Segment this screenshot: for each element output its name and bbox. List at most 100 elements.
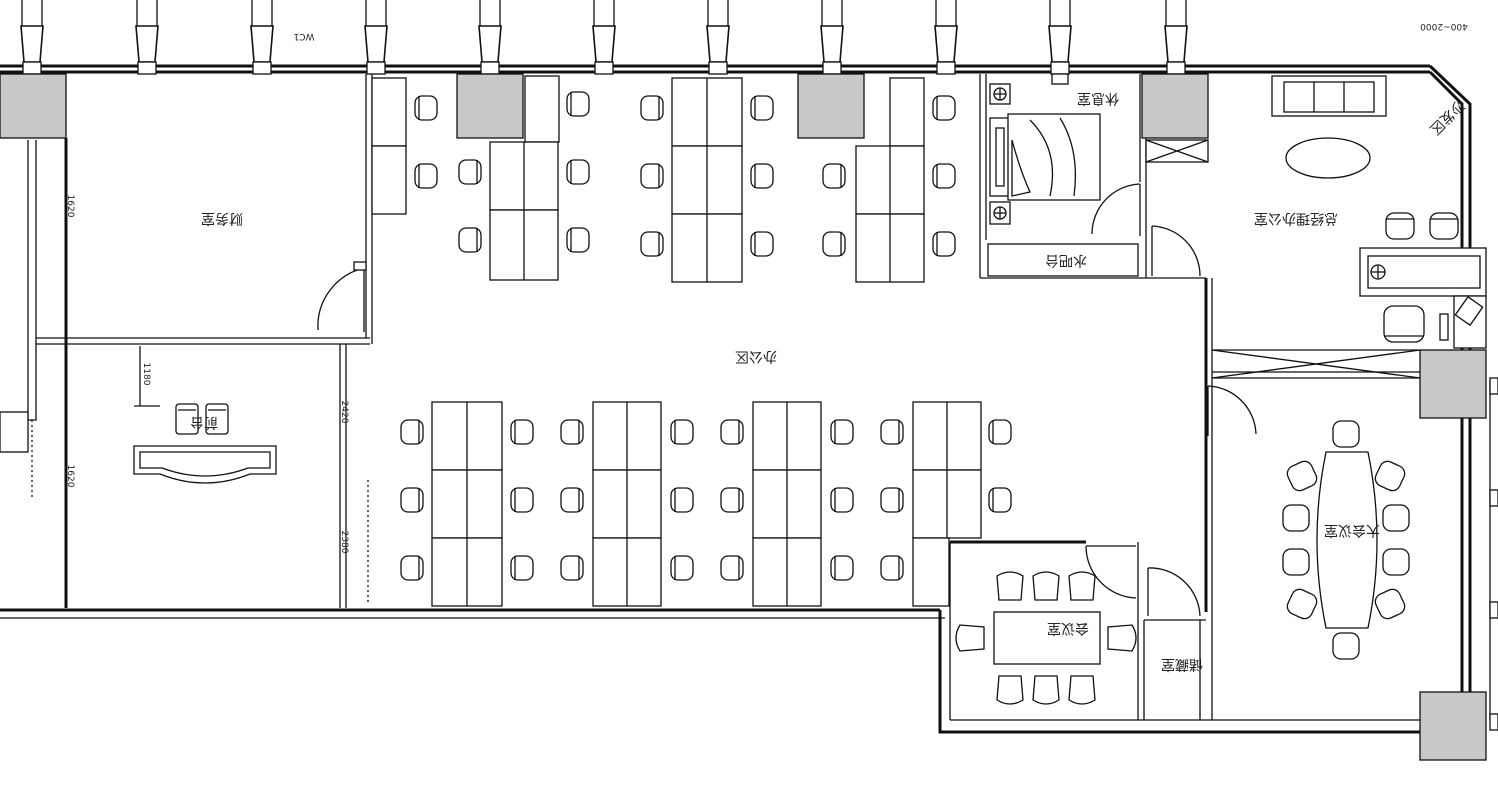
dimension-labels: 400~2000 WC1 1620 1620 1180 2420 2380 — [65, 21, 1468, 554]
office-chair — [750, 163, 774, 189]
office-chair — [458, 227, 482, 253]
dimension-corner: 400~2000 — [1420, 21, 1468, 31]
office-chair — [720, 487, 744, 513]
room-label-storage: 储藏室 — [1161, 656, 1203, 673]
office-chair — [1286, 588, 1318, 620]
office-chair — [1383, 305, 1425, 343]
interior-walls — [0, 74, 1498, 731]
office-chair — [510, 487, 534, 513]
meeting-table — [1316, 451, 1378, 629]
dimension-left-b: 1620 — [65, 465, 75, 488]
workstations-bottom — [431, 401, 982, 607]
top-windows — [20, 0, 1188, 85]
office-chair — [830, 419, 854, 445]
outer-walls — [0, 64, 1472, 734]
dimension-reception: 1180 — [141, 363, 151, 386]
window-mullion — [135, 0, 159, 75]
window-mullion — [1164, 0, 1188, 75]
office-chair — [1107, 624, 1137, 652]
office-chair — [414, 163, 438, 189]
office-chair — [932, 95, 956, 121]
dimension-window: WC1 — [294, 31, 315, 41]
structural-column — [1141, 73, 1209, 139]
window-mullion — [250, 0, 274, 75]
room-label-tea-counter: 水吧台 — [1045, 252, 1087, 268]
office-chair — [560, 555, 584, 581]
room-label-large-meeting: 大会议室 — [1324, 522, 1380, 539]
office-chair — [880, 555, 904, 581]
room-label-gm-office: 总经理办公室 — [1254, 210, 1338, 227]
meeting-table — [993, 611, 1101, 665]
office-chair — [1282, 548, 1310, 576]
office-chair — [880, 487, 904, 513]
office-chair — [1282, 504, 1310, 532]
office-chair — [640, 163, 664, 189]
small-meeting-furniture — [955, 571, 1137, 705]
office-chair — [400, 419, 424, 445]
room-label-open-office: 办公区 — [735, 348, 777, 364]
door — [317, 261, 367, 332]
office-chair — [400, 487, 424, 513]
workstations-top — [371, 75, 925, 283]
bed — [1007, 113, 1101, 201]
door — [1085, 545, 1137, 599]
office-chair — [720, 555, 744, 581]
office-chair — [414, 95, 438, 121]
structural-column — [456, 73, 524, 139]
office-chair — [880, 419, 904, 445]
office-chair — [932, 231, 956, 257]
dimension-mid-b: 2380 — [339, 531, 349, 554]
structural-column — [1419, 691, 1487, 761]
door — [1147, 567, 1201, 617]
office-chair — [1332, 420, 1360, 448]
office-chair — [720, 419, 744, 445]
office-chair — [670, 487, 694, 513]
structural-columns — [0, 73, 1487, 761]
office-chair — [1382, 504, 1410, 532]
large-meeting-furniture — [1282, 420, 1410, 660]
office-chair — [955, 624, 985, 652]
office-chair — [640, 231, 664, 257]
window-mullion — [1048, 0, 1072, 85]
office-chair — [1429, 212, 1459, 240]
office-chair — [996, 571, 1024, 601]
door — [1151, 225, 1201, 277]
office-chair — [670, 555, 694, 581]
office-chair — [458, 159, 482, 185]
reception-desk — [133, 403, 277, 484]
office-chair — [822, 163, 846, 189]
room-label-bedroom: 休息室 — [1077, 90, 1119, 107]
office-chair — [988, 487, 1012, 513]
office-chair — [566, 91, 590, 117]
office-chair — [560, 419, 584, 445]
structural-column — [1419, 349, 1487, 419]
office-chair — [510, 555, 534, 581]
office-chair — [1332, 632, 1360, 660]
door — [1207, 385, 1257, 436]
structural-column — [0, 73, 67, 139]
bedroom-furniture — [987, 83, 1139, 277]
doors — [317, 183, 1257, 617]
office-chair — [830, 555, 854, 581]
office-chair — [750, 231, 774, 257]
office-chair — [566, 227, 590, 253]
window-mullion — [478, 0, 502, 75]
room-label-top-left: 财务室 — [201, 210, 243, 227]
structural-column — [797, 73, 865, 139]
office-chair — [1032, 675, 1060, 705]
dimension-mid-a: 2420 — [339, 401, 349, 424]
office-chair — [1032, 571, 1060, 601]
window-mullion — [820, 0, 844, 75]
office-chair — [1068, 571, 1096, 601]
office-chair — [400, 555, 424, 581]
office-chairs-bottom — [400, 419, 1012, 581]
window-mullion — [364, 0, 388, 75]
office-chair — [1068, 675, 1096, 705]
room-label-small-meeting: 会议室 — [1047, 620, 1089, 637]
office-chair — [510, 419, 534, 445]
window-mullion — [706, 0, 730, 75]
office-chair — [1286, 460, 1318, 492]
office-chair — [750, 95, 774, 121]
office-chair — [988, 419, 1012, 445]
